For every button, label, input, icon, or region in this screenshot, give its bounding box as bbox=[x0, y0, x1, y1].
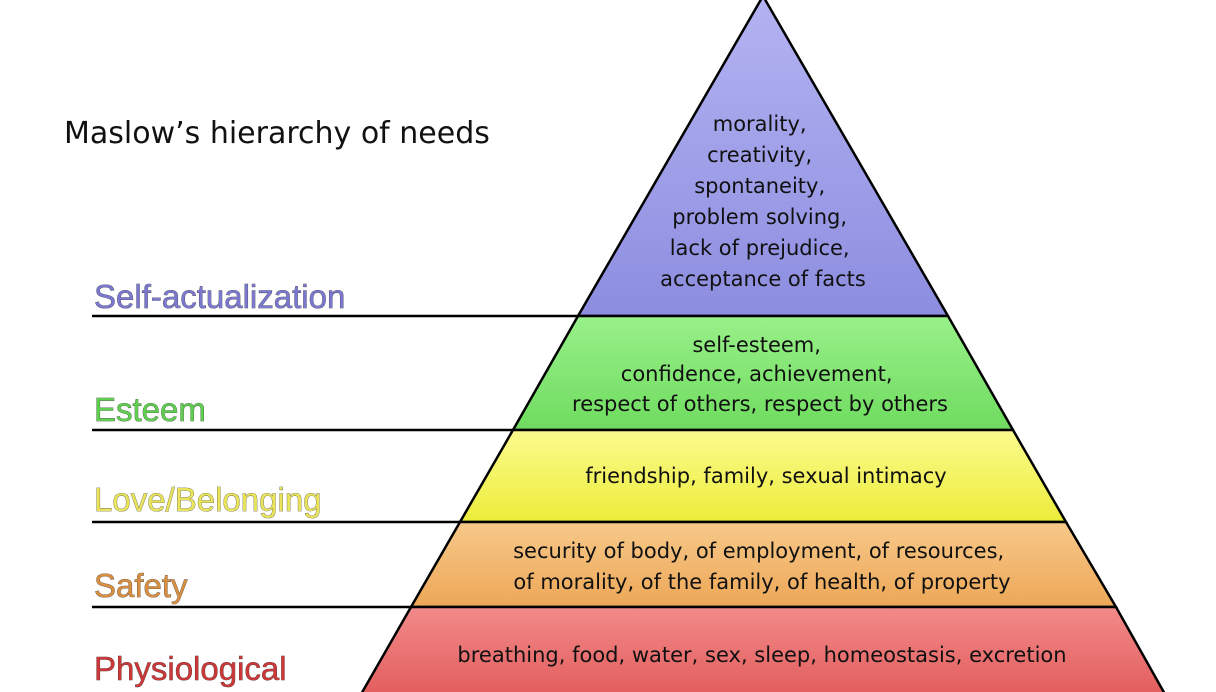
diagram-title: Maslow’s hierarchy of needs bbox=[64, 116, 490, 151]
tier-love-belonging: Love/Belonging friendship, family, sexua… bbox=[92, 428, 1069, 524]
tier-physiological: Physiological breathing, food, water, se… bbox=[94, 605, 1166, 692]
needs-line: of morality, of the family, of health, o… bbox=[513, 570, 1010, 594]
level-label-esteem: Esteem bbox=[94, 391, 206, 428]
needs-line: security of body, of employment, of reso… bbox=[513, 539, 1004, 563]
level-label-self-actualization: Self-actualization bbox=[94, 278, 345, 315]
level-label-safety: Safety bbox=[94, 567, 188, 604]
needs-text-self-actualization: morality, creativity, spontaneity, probl… bbox=[660, 112, 866, 291]
needs-text-esteem: self-esteem, confidence, achievement, re… bbox=[572, 333, 948, 416]
needs-line: spontaneity, bbox=[694, 174, 825, 198]
needs-line: breathing, food, water, sex, sleep, home… bbox=[457, 643, 1066, 667]
needs-line: self-esteem, bbox=[692, 333, 821, 357]
needs-line: problem solving, bbox=[672, 205, 847, 229]
needs-line: lack of prejudice, bbox=[670, 236, 850, 260]
tier-safety: Safety security of body, of employment, … bbox=[92, 520, 1119, 609]
needs-line: respect of others, respect by others bbox=[572, 392, 948, 416]
level-label-love-belonging: Love/Belonging bbox=[94, 481, 322, 518]
needs-text-safety: security of body, of employment, of reso… bbox=[513, 539, 1011, 594]
tier-esteem: Esteem self-esteem, confidence, achievem… bbox=[92, 314, 1016, 432]
needs-line: acceptance of facts bbox=[660, 267, 866, 291]
needs-line: morality, bbox=[713, 112, 807, 136]
needs-line: creativity, bbox=[707, 143, 812, 167]
needs-text-physiological: breathing, food, water, sex, sleep, home… bbox=[457, 643, 1066, 667]
needs-line: friendship, family, sexual intimacy bbox=[585, 464, 946, 488]
needs-line: confidence, achievement, bbox=[621, 362, 893, 386]
tier-shape-safety bbox=[408, 520, 1119, 609]
tier-self-actualization: Self-actualization morality, creativity,… bbox=[92, 0, 951, 318]
needs-text-love-belonging: friendship, family, sexual intimacy bbox=[585, 464, 946, 488]
tier-shape-physiological bbox=[360, 605, 1166, 692]
level-label-physiological: Physiological bbox=[94, 650, 287, 687]
